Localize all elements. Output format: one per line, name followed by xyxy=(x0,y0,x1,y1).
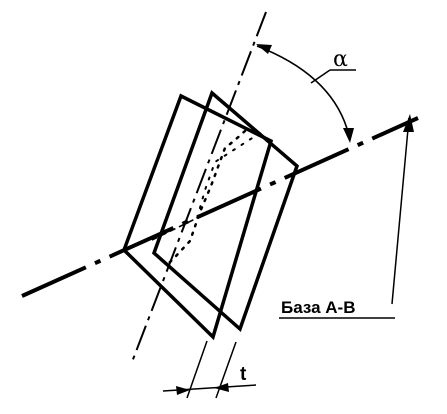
alpha-leader xyxy=(310,69,331,84)
zone-diagonal-dashed xyxy=(151,200,233,241)
base-leader xyxy=(391,117,410,305)
tolerance-arrow-right xyxy=(214,383,229,392)
tolerance-plane-right xyxy=(151,90,300,333)
base-leader-arrowhead xyxy=(403,114,414,132)
alpha-symbol: α xyxy=(333,47,348,72)
angle-arrowhead-bottom xyxy=(343,128,354,143)
angle-arrowhead-top xyxy=(256,44,272,54)
inclined-axis-line xyxy=(131,11,267,363)
angle-alpha-arc xyxy=(256,45,351,141)
base-label: База А-В xyxy=(281,298,356,317)
actual-surface-dotted xyxy=(165,129,247,267)
tolerance-arrow-left xyxy=(176,386,190,395)
tolerance-plane-left xyxy=(121,93,274,341)
actual-surface-dotted-2 xyxy=(195,132,261,223)
tolerance-symbol: t xyxy=(240,364,247,385)
